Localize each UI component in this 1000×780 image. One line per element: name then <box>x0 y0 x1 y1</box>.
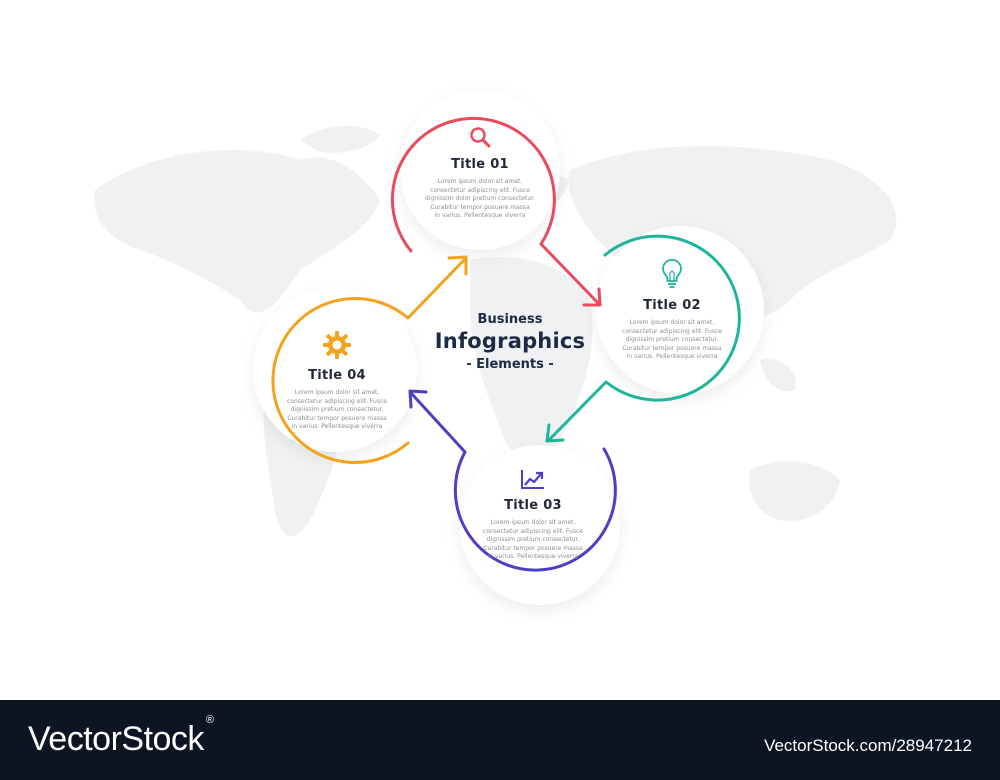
ring-3 <box>408 389 617 572</box>
magnifier-icon <box>470 127 491 148</box>
step-3: Title 03 Lorem ipsum dolor sit amet,cons… <box>473 468 593 562</box>
step-1-body: Lorem ipsum dolor sit amet,consectetur a… <box>425 178 535 220</box>
process-rings <box>253 90 764 605</box>
step-4: Title 04 Lorem ipsum dolor sit amet,cons… <box>277 330 397 432</box>
step-4-title: Title 04 <box>308 368 366 383</box>
step-2-title: Title 02 <box>643 298 701 313</box>
watermark-footer: VectorStock® VectorStock.com/28947212 <box>0 700 1000 780</box>
step-1: Title 01 Lorem ipsum dolor sit amet,cons… <box>420 125 540 221</box>
ring-2 <box>545 234 741 443</box>
heading-line-3: - Elements - <box>466 357 554 372</box>
step-2-body: Lorem ipsum dolor sit amet,consectetur a… <box>622 319 722 361</box>
trend-chart-icon <box>521 470 544 489</box>
heading-line-2: Infographics <box>434 329 586 353</box>
ring-1 <box>390 116 602 307</box>
center-heading: Business Infographics - Elements - <box>410 312 610 372</box>
step-1-title: Title 01 <box>451 157 509 172</box>
step-3-title: Title 03 <box>504 498 562 513</box>
step-3-body: Lorem ipsum dolor sit amet,consectetur a… <box>483 519 583 561</box>
step-4-body: Lorem ipsum dolor sit amet,consectetur a… <box>287 389 387 431</box>
ring-4 <box>271 255 468 464</box>
vectorstock-logo: VectorStock® <box>28 714 214 758</box>
heading-line-1: Business <box>477 312 543 327</box>
image-url-text: VectorStock.com/28947212 <box>764 736 972 755</box>
gear-icon <box>323 331 351 359</box>
infographic-canvas: Title 01 Lorem ipsum dolor sit amet,cons… <box>94 90 897 605</box>
lightbulb-icon <box>662 259 682 288</box>
step-2: Title 02 Lorem ipsum dolor sit amet,cons… <box>612 258 732 362</box>
